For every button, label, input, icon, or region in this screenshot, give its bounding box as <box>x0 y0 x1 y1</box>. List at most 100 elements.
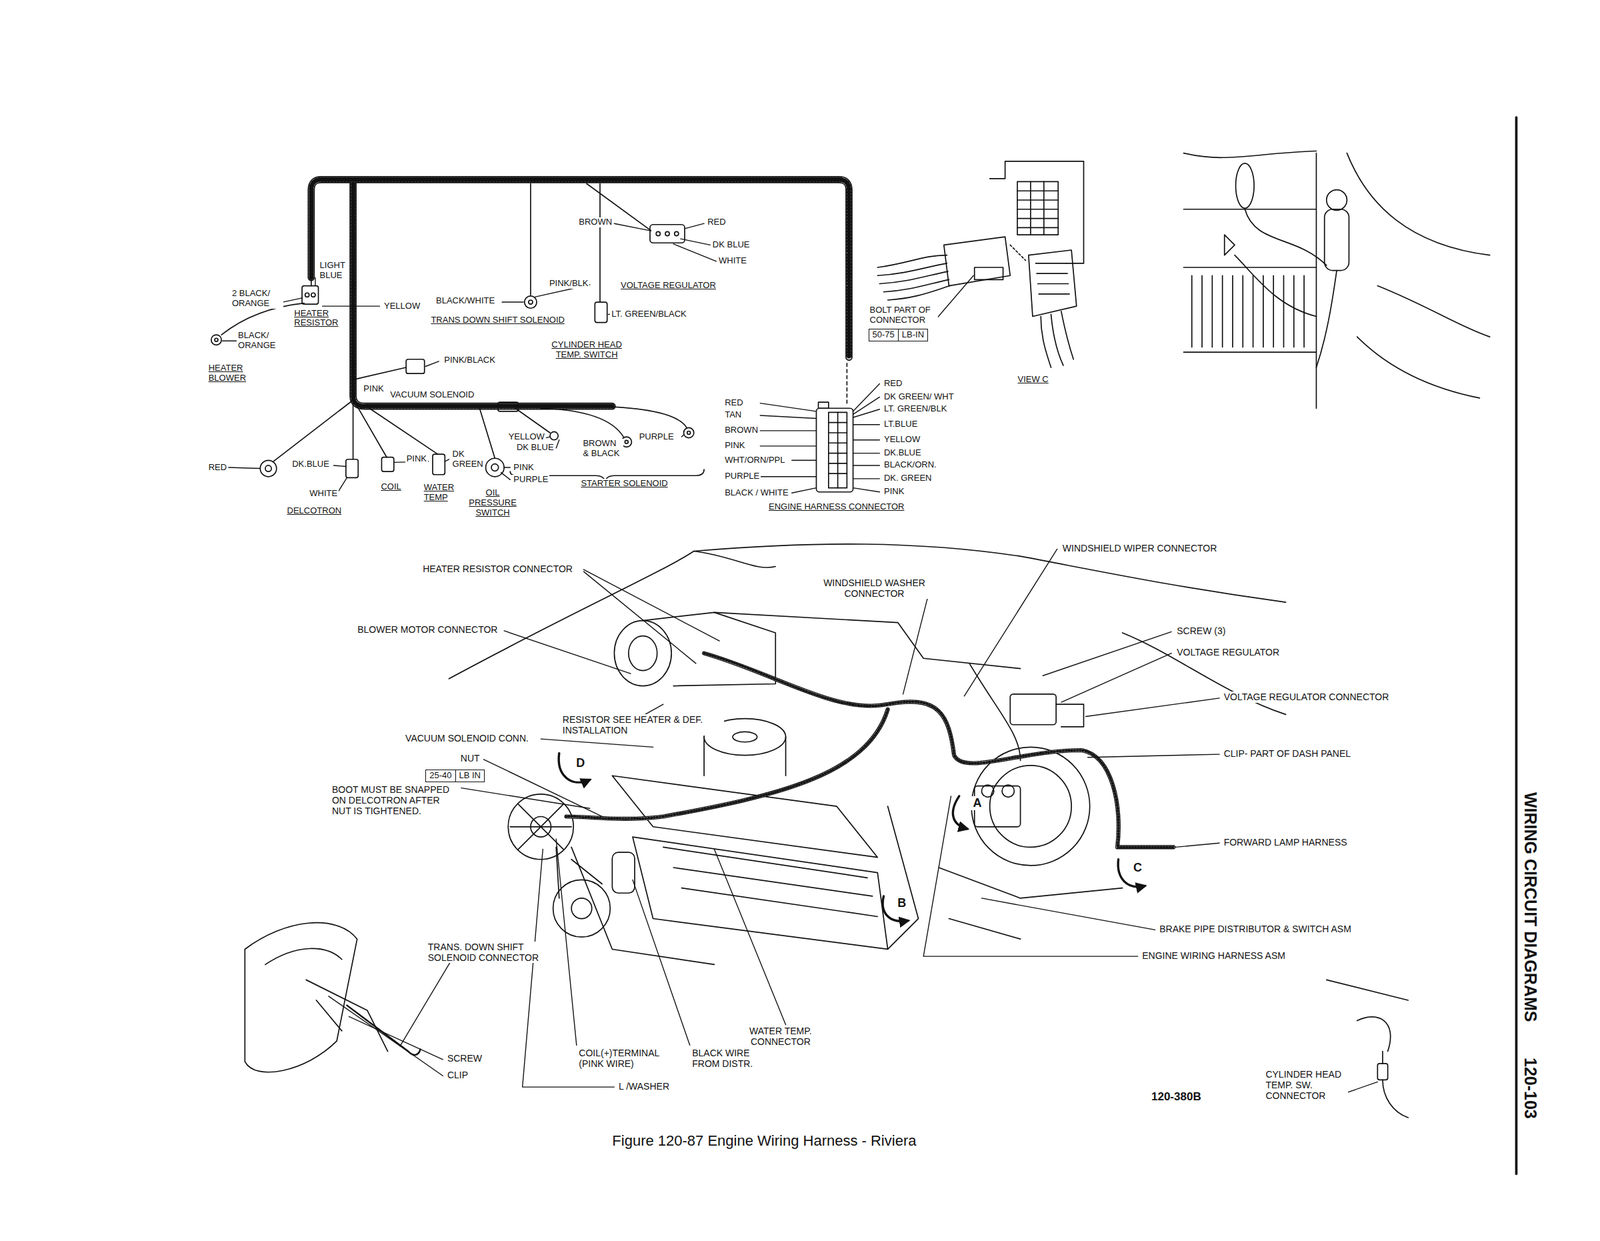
wire-color-label: PINK <box>512 462 535 473</box>
component-label: DELCOTRON <box>286 506 344 516</box>
schematic-wires <box>211 184 848 481</box>
wire-color-label: LT.BLUE <box>882 419 919 430</box>
wire-color-label: WHITE <box>308 488 339 499</box>
harness-assembly <box>566 653 1174 848</box>
wire-color-label: PINK/BLACK <box>442 355 497 366</box>
wire-color-label: BROWN & BLACK <box>581 438 624 459</box>
callout-label: ENGINE WIRING HARNESS ASM <box>1140 950 1287 961</box>
callout-label: WATER TEMP. CONNECTOR <box>746 1025 816 1047</box>
wire-color-label: BLACK/ ORANGE <box>236 330 277 351</box>
wire-color-label: DK BLUE <box>515 442 556 453</box>
callout-label: BOOT MUST BE SNAPPED ON DELCOTRON AFTER … <box>330 784 460 816</box>
wire-color-label: RED <box>882 378 904 389</box>
component-label: HEATER BLOWER <box>207 363 248 384</box>
component-label: VOLTAGE REGULATOR <box>619 280 718 291</box>
callout-letter: D <box>573 756 588 770</box>
component-label: HEATER RESISTOR <box>292 308 340 329</box>
callout-label: VOLTAGE REGULATOR CONNECTOR <box>1222 691 1391 702</box>
callout-label: FORWARD LAMP HARNESS <box>1222 836 1349 848</box>
wire-color-label: BLACK/WHITE <box>434 296 496 306</box>
wire-color-label: YELLOW <box>882 434 922 445</box>
wire-color-label: BLACK / WHITE <box>723 488 790 498</box>
wire-color-label: TAN <box>723 410 743 420</box>
component-label: ENGINE HARNESS CONNECTOR <box>767 502 906 512</box>
wire-color-label: 2 BLACK/ ORANGE <box>230 288 284 309</box>
figure-caption: Figure 120-87 Engine Wiring Harness - Ri… <box>612 1132 916 1150</box>
wire-color-label: BROWN <box>577 217 614 228</box>
wire-color-label: DK.BLUE <box>290 459 331 470</box>
component-label: STARTER SOLENOID <box>579 478 669 489</box>
component-label: TRANS DOWN SHIFT SOLENOID <box>429 315 566 326</box>
callout-label: WINDSHIELD WIPER CONNECTOR <box>1061 542 1219 554</box>
callout-label: BLACK WIRE FROM DISTR. <box>690 1047 764 1069</box>
wire-color-label: DK. GREEN <box>882 473 934 484</box>
section-header: WIRING CIRCUIT DIAGRAMS <box>1521 790 1541 1023</box>
engine-detail-sketch <box>1183 151 1490 409</box>
component-label: COIL <box>379 482 402 492</box>
wire-color-label: BLACK/ORN. <box>882 460 938 470</box>
wire-color-label: RED <box>706 217 727 228</box>
view-arrows <box>558 753 1145 922</box>
wire-color-label: WHITE <box>717 256 748 266</box>
callout-label: BRAKE PIPE DISTRIBUTOR & SWITCH ASM <box>1158 923 1353 934</box>
wire-color-label: YELLOW <box>507 432 546 442</box>
callout-label: RESISTOR SEE HEATER & DEF. INSTALLATION <box>561 714 724 736</box>
torque-value: 50-75 <box>869 329 898 341</box>
engine-compartment-illustration <box>244 544 1408 1118</box>
callout-label: TRANS. DOWN SHIFT SOLENOID CONNECTOR <box>426 941 546 963</box>
wire-color-label: YELLOW <box>382 301 422 312</box>
callout-label: CLIP <box>446 1069 470 1080</box>
component-label: VACUUM SOLENOID <box>388 390 476 400</box>
callout-label: VIEW C <box>1016 374 1050 385</box>
callout-label: NUT <box>459 752 482 764</box>
wire-color-label: LT. GREEN/BLK <box>882 404 948 414</box>
callout-label: SCREW <box>446 1052 484 1064</box>
wire-color-label: LT. GREEN/BLACK <box>610 309 688 320</box>
leader-lines <box>328 548 1378 1098</box>
wire-color-label: RED <box>723 398 744 408</box>
component-label: OIL PRESSURE SWITCH <box>467 488 518 518</box>
callout-label: CLIP- PART OF DASH PANEL <box>1222 748 1352 759</box>
view-c-connector <box>877 161 1084 368</box>
callout-label: L /WASHER <box>617 1080 671 1092</box>
callout-label: BOLT PART OF CONNECTOR <box>868 305 938 326</box>
callout-letter: C <box>1130 860 1145 875</box>
wire-color-label: PURPLE <box>723 471 761 482</box>
component-label: CYLINDER HEAD TEMP. SWITCH <box>542 340 632 360</box>
torque-spec-box: 50-75LB-IN <box>868 328 928 342</box>
wire-color-label: DK.BLUE <box>882 448 923 458</box>
component-label: WATER TEMP <box>422 482 456 503</box>
callout-label: COIL(+)TERMINAL (PINK WIRE) <box>577 1047 670 1069</box>
wire-color-label: PINK <box>362 384 385 394</box>
wire-color-label: PURPLE <box>512 474 550 485</box>
torque-value: LB-IN <box>898 329 928 341</box>
section-header: 120-103 <box>1521 1056 1541 1120</box>
wire-color-label: WHT/ORN/PPL <box>723 455 786 466</box>
torque-value: 25-40 <box>426 770 455 782</box>
figure-number: 120-380B <box>1150 1090 1203 1104</box>
wire-color-label: PINK <box>723 440 746 451</box>
wire-color-label: BROWN <box>723 425 760 436</box>
torque-value: LB IN <box>455 770 485 782</box>
callout-letter: B <box>894 896 909 910</box>
harness-trunk <box>311 179 850 406</box>
callout-label: CYLINDER HEAD TEMP. SW. CONNECTOR <box>1264 1068 1348 1101</box>
callout-label: HEATER RESISTOR CONNECTOR <box>421 563 574 574</box>
wire-color-label: DK GREEN <box>451 449 485 470</box>
page-rule <box>1515 117 1518 1174</box>
wire-color-label: PINK/BLK <box>548 278 590 289</box>
wire-color-label: LIGHT BLUE <box>318 260 347 281</box>
wire-color-label: PINK <box>405 454 428 464</box>
callout-label: VACUUM SOLENOID CONN. <box>404 732 530 744</box>
callout-letter: A <box>970 796 985 810</box>
torque-spec-box: 25-40LB IN <box>425 769 485 782</box>
leader-lines <box>222 223 717 494</box>
wire-color-label: PURPLE <box>638 432 676 442</box>
callout-label: VOLTAGE REGULATOR <box>1175 646 1281 658</box>
wire-color-label: PINK <box>882 486 906 497</box>
callout-label: WINDSHIELD WASHER CONNECTOR <box>816 577 932 599</box>
engine-harness-connector <box>760 384 880 494</box>
